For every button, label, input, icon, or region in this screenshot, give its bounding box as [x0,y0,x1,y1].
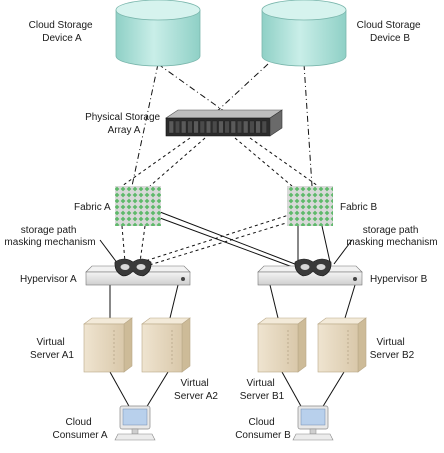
link-fabric-b-mask-a-2 [145,219,297,267]
storage-array-slot [230,120,236,134]
storage-device-a [115,0,201,67]
storage-array-slot [224,120,230,134]
storage-array-slot [243,120,249,134]
connection-lines [99,63,356,409]
fabric-b-label: Fabric B [340,202,378,213]
link-server-a1-consumer-a [109,371,131,409]
link-device-a-array [157,63,229,115]
storage-device-a-label: Cloud Storage Device A [29,20,96,44]
link-fabric-a-mask-b-1 [159,211,301,267]
masking-mask-b-icon [294,258,332,277]
storage-array-slot [237,120,242,134]
consumer-a-label: Cloud Consumer A [52,417,107,441]
storage-array-slot [199,120,205,134]
link-hyp-b-server-b2 [344,284,356,319]
storage-array-slot [181,120,187,134]
consumer-b-label: Cloud Consumer B [235,417,291,441]
storage-array-slot [212,120,218,134]
masking-a-label: storage path masking mechanism [4,225,95,248]
storage-device-b-label: Cloud Storage Device B [357,20,424,44]
virtual-server-a1-icon [83,317,133,373]
storage-array-slot [255,120,261,134]
storage-array-slots [168,120,267,134]
storage-array-slot [261,120,267,134]
fabric-a-icon [115,186,161,226]
link-array-fabric-a-1 [121,137,191,187]
link-server-b2-consumer-b [321,371,345,409]
link-fabric-b-mask-a [141,213,293,263]
hypervisor-b-label: Hypervisor B [370,274,428,285]
consumer-b-computer-icon [292,405,334,441]
link-fabric-a-mask-a-1 [121,225,126,263]
storage-array-label: Physical Storage Array A [85,112,163,136]
hypervisor-a-label: Hypervisor A [20,274,77,285]
storage-array-slot [249,120,255,134]
fabric-b-icon [287,186,333,226]
mask-a-leader [99,239,119,265]
link-server-b1-consumer-b [281,371,303,409]
link-hyp-b-server-b1 [269,284,279,319]
link-fabric-a-mask-a-2 [139,225,146,263]
storage-array-slot [168,120,174,134]
storage-array-slot [218,120,224,134]
storage-array-slot [187,120,193,134]
virtual-server-a2-label: Virtual Server A2 [174,378,218,402]
link-fabric-b-mask-b-2 [321,225,331,263]
virtual-server-a2-icon [141,317,191,373]
masking-mask-a-icon [114,258,152,277]
masking-b-label: storage path masking mechanism [346,225,437,248]
link-fabric-a-mask-b-2 [159,217,307,273]
storage-array-slot [175,120,180,134]
virtual-server-b2-icon [317,317,367,373]
storage-device-b [261,0,347,67]
link-hyp-a-server-a2 [169,284,179,319]
storage-array-slot [193,120,199,134]
link-server-a2-consumer-a [145,371,169,409]
link-array-fabric-b-2 [249,137,319,187]
link-array-fabric-a-2 [149,137,206,187]
virtual-server-a1-label: Virtual Server A1 [30,337,74,361]
consumer-a-computer-icon [114,405,156,441]
mask-b-leader [333,239,353,265]
link-array-fabric-b-1 [234,137,293,187]
link-device-b-fabric-b [303,63,313,187]
storage-array-slot [206,120,211,134]
link-device-b-array [213,63,269,115]
virtual-server-b1-icon [257,317,307,373]
fabric-a-label: Fabric A [74,202,111,213]
virtual-server-b1-label: Virtual Server B1 [240,378,285,402]
virtual-server-b2-label: Virtual Server B2 [370,337,415,361]
storage-array-icon [165,109,283,137]
